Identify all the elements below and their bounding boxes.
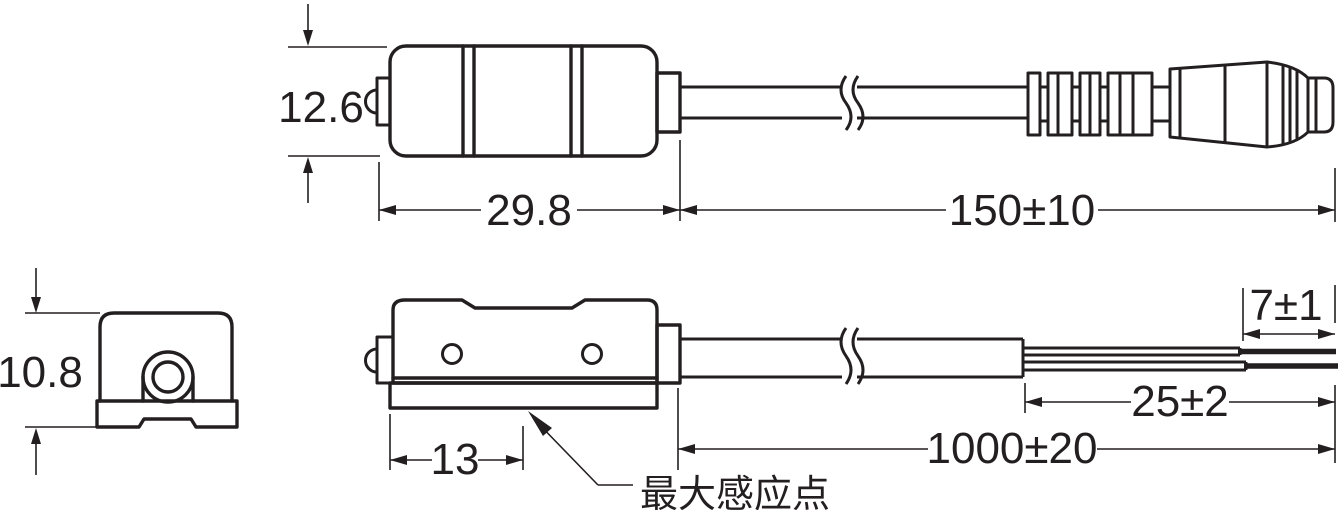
wire-top	[1023, 346, 1242, 357]
sensing-face-front	[364, 335, 395, 385]
wire-bottom	[1023, 360, 1248, 372]
connector-tip	[1306, 76, 1335, 134]
cable-boot-top	[655, 71, 682, 134]
dim-sensing-point-offset: 13	[389, 414, 524, 484]
dim-body-length: 29.8	[378, 140, 681, 235]
cable-top	[680, 85, 1028, 120]
max-sensing-point-label: 最大感应点	[640, 474, 830, 510]
sensor-body-front	[388, 298, 659, 410]
dim-body-height: 12.6	[278, 4, 387, 203]
dim-bare-wire-length-value: 7±1	[1249, 281, 1322, 330]
end-view-lens	[151, 360, 185, 394]
cable-front	[680, 337, 1025, 379]
dim-connector-cable-length: 150±10	[680, 168, 1336, 235]
cable-break-icon	[839, 75, 865, 131]
dim-body-height-value: 12.6	[278, 83, 364, 132]
dim-bare-wire-length: 7±1	[1242, 281, 1336, 341]
top-assembly-view: 12.6 29.8 150±10	[278, 4, 1336, 235]
dim-strip-length: 25±2	[1024, 377, 1336, 463]
connector-body	[1168, 60, 1269, 149]
sensor-body-top	[388, 44, 659, 158]
leader-arrow-icon	[528, 411, 552, 436]
connector-strain-relief	[1026, 71, 1170, 137]
dim-side-height-value: 10.8	[0, 348, 83, 397]
mounting-hole-right	[581, 343, 603, 365]
cable-boot-front	[655, 323, 682, 385]
dim-body-length-value: 29.8	[486, 186, 572, 235]
dim-side-height: 10.8	[0, 268, 100, 475]
dim-sensing-point-offset-value: 13	[431, 435, 480, 484]
mounting-hole-left	[441, 343, 463, 365]
dim-cable-length-value: 1000±20	[927, 424, 1098, 473]
dim-cable-length: 1000±20	[677, 388, 1335, 473]
dim-connector-cable-length-value: 150±10	[949, 186, 1096, 235]
end-view-body	[95, 311, 239, 429]
dim-strip-length-value: 25±2	[1131, 377, 1229, 426]
end-view: 10.8	[0, 268, 239, 475]
lead-wires	[1023, 346, 1338, 372]
sensing-face-top	[364, 76, 392, 127]
connector-nut	[1266, 60, 1310, 149]
front-assembly-view: 13 最大感应点 1000±20 25±2	[364, 281, 1338, 510]
cable-break-icon-front	[839, 327, 865, 385]
max-sensing-point-callout: 最大感应点	[528, 411, 830, 510]
